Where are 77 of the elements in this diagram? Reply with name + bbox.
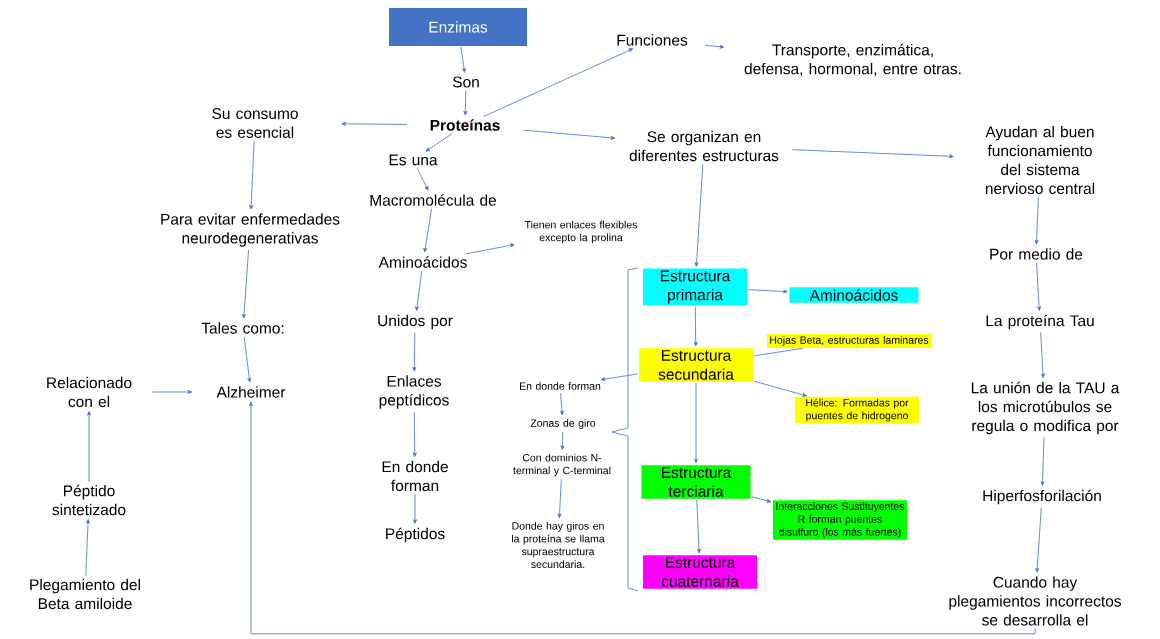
node-text: Aminoácidos bbox=[378, 256, 467, 268]
node-text: Tienen enlaces flexibles excepto la prolina bbox=[524, 220, 637, 244]
highlighted-box: Aminoácidos bbox=[789, 287, 919, 303]
arrow bbox=[243, 336, 252, 383]
arrow bbox=[341, 121, 408, 126]
arrow bbox=[249, 401, 1036, 635]
highlighted-box: Hojas Beta, estructuras laminares bbox=[767, 334, 931, 348]
arrow bbox=[483, 48, 634, 118]
arrow bbox=[412, 332, 417, 372]
node-text: Tales como: bbox=[201, 322, 284, 334]
arrow bbox=[413, 493, 417, 524]
node-text: Cuando hay plegamientos incorrectos se desarrolla el bbox=[949, 576, 1121, 626]
node-text: Alzheimer bbox=[216, 386, 286, 398]
node-text: Su consumo es esencial bbox=[212, 108, 298, 138]
arrow bbox=[557, 479, 562, 519]
title-box: Enzimas bbox=[389, 8, 527, 46]
arrow bbox=[416, 168, 429, 191]
node-text: Por medio de bbox=[990, 248, 1083, 260]
arrow bbox=[560, 431, 565, 450]
arrow bbox=[242, 249, 249, 319]
arrow bbox=[791, 149, 954, 159]
node-text: Para evitar enfermedades neurodegenerativas bbox=[161, 213, 340, 247]
arrow bbox=[463, 90, 468, 116]
node-text: Funciones bbox=[617, 34, 688, 46]
arrow bbox=[1040, 332, 1045, 378]
highlighted-box: Estructura terciaria bbox=[641, 465, 751, 499]
node-text: Hiperfosforilación bbox=[983, 489, 1101, 505]
node-text: Zonas de giro bbox=[530, 419, 596, 429]
node-text: Son bbox=[452, 76, 479, 88]
arrow bbox=[694, 382, 698, 464]
arrow bbox=[151, 390, 193, 394]
node-text: Péptido sintetizado bbox=[52, 484, 126, 516]
arrow bbox=[1036, 262, 1042, 311]
arrow bbox=[1040, 437, 1045, 486]
arrow bbox=[694, 163, 704, 267]
node-text: Unidos por bbox=[378, 314, 453, 330]
arrow bbox=[693, 306, 698, 347]
arrow bbox=[425, 133, 453, 152]
arrow bbox=[600, 373, 639, 381]
node-text: Macromolécula de bbox=[370, 194, 497, 206]
node-text: En donde forman bbox=[382, 460, 448, 492]
node-text: Proteínas bbox=[430, 119, 500, 131]
highlighted-box: Hélice: Formadas por puentes de hidrogeno bbox=[795, 396, 919, 424]
arrow bbox=[1035, 507, 1042, 573]
arrow bbox=[249, 140, 255, 210]
arrow bbox=[1034, 196, 1039, 245]
arrow bbox=[747, 289, 788, 294]
arrow bbox=[465, 243, 515, 255]
node-text: Ayudan al buen funcionamiento del sistema nervioso central bbox=[985, 125, 1095, 195]
highlighted-box: Estructura secundaria bbox=[639, 348, 753, 382]
node-text: Donde hay giros en la proteína se llama supraestructura secundaria. bbox=[512, 521, 605, 569]
highlighted-box: Estructura cuaternaria bbox=[643, 555, 757, 589]
arrow bbox=[696, 499, 701, 554]
node-text: Enlaces peptídicos bbox=[379, 375, 449, 409]
node-text: Es una bbox=[389, 154, 438, 166]
node-text: Con dominios N-terminal y C-terminal bbox=[513, 453, 611, 477]
node-text: La unión de la TAU a los microtúbulos se regula o modifica por bbox=[971, 381, 1120, 435]
node-text: Plegamiento del Beta amiloide bbox=[30, 578, 140, 610]
highlighted-box: Interacciones Sustituyentes R forman puentes disulfuro (los más fuertes) bbox=[773, 500, 907, 540]
arrow bbox=[560, 392, 564, 416]
highlighted-box: Estructura primaria bbox=[643, 268, 747, 306]
node-text: En donde forman bbox=[520, 382, 601, 390]
arrow bbox=[423, 208, 432, 253]
node-text: Péptidos bbox=[386, 527, 445, 543]
arrow bbox=[753, 380, 807, 397]
node-text: Se organizan en diferentes estructuras bbox=[629, 130, 779, 162]
node-text: Transporte, enzimática, defensa, hormonal, entre otras. bbox=[744, 43, 961, 77]
arrow bbox=[704, 44, 725, 49]
node-text: Relacionado con el bbox=[47, 376, 132, 408]
arrow bbox=[412, 411, 417, 457]
arrow bbox=[87, 411, 91, 482]
arrow bbox=[460, 46, 466, 73]
arrow bbox=[522, 129, 616, 140]
arrow bbox=[85, 519, 90, 577]
arrow bbox=[415, 270, 423, 311]
node-text: La proteína Tau bbox=[986, 314, 1094, 330]
arrow bbox=[751, 496, 772, 503]
